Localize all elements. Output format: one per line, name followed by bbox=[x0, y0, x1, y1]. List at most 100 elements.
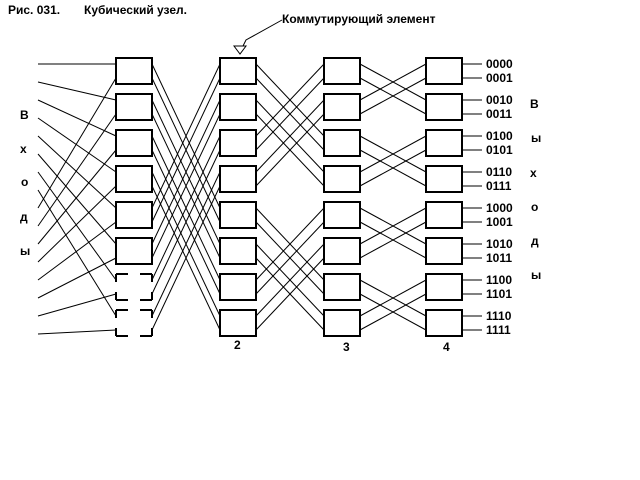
input-wire bbox=[37, 329, 117, 335]
switch-element bbox=[425, 309, 463, 337]
switch-element bbox=[323, 237, 361, 265]
output-code-label: 1001 bbox=[486, 215, 513, 229]
input-wire bbox=[37, 189, 117, 317]
switch-element bbox=[425, 93, 463, 121]
output-code-label: 0110 bbox=[486, 165, 512, 179]
input-letter-5: ы bbox=[20, 244, 30, 258]
stage-wire bbox=[151, 99, 221, 245]
output-code-label: 0101 bbox=[486, 143, 513, 157]
output-code-label: 1100 bbox=[486, 273, 512, 287]
stage-wire bbox=[151, 185, 221, 331]
switch-element bbox=[425, 57, 463, 85]
output-letter-2: ы bbox=[531, 131, 541, 145]
stage-wire bbox=[359, 279, 427, 317]
output-code-label: 0000 bbox=[486, 57, 513, 71]
switch-element bbox=[323, 273, 361, 301]
switch-element bbox=[323, 93, 361, 121]
switch-element bbox=[115, 57, 153, 85]
callout-arrow-icon bbox=[233, 45, 247, 55]
input-wire bbox=[37, 77, 117, 209]
switch-element bbox=[115, 237, 153, 265]
output-code-label: 1010 bbox=[486, 237, 513, 251]
switch-element bbox=[323, 57, 361, 85]
stage-wire bbox=[151, 77, 221, 223]
input-wire bbox=[37, 171, 117, 281]
stage-wire bbox=[151, 149, 221, 295]
switch-element bbox=[219, 273, 257, 301]
input-wire bbox=[37, 135, 117, 209]
stage-wire bbox=[255, 221, 325, 295]
stage-label-4: 4 bbox=[443, 340, 450, 354]
stage-wire bbox=[255, 257, 325, 331]
stage-wire bbox=[359, 63, 427, 101]
input-letter-3: о bbox=[21, 175, 28, 189]
stage-label-2: 2 bbox=[234, 338, 241, 352]
switch-element bbox=[425, 201, 463, 229]
stage-wire bbox=[255, 113, 325, 187]
stage-wire bbox=[359, 149, 427, 187]
output-code-label: 1111 bbox=[486, 323, 511, 337]
switch-element-broken bbox=[115, 273, 153, 301]
switch-element bbox=[219, 165, 257, 193]
switch-element bbox=[219, 129, 257, 157]
input-wire bbox=[37, 293, 117, 317]
switch-element bbox=[219, 57, 257, 85]
input-wire bbox=[37, 113, 117, 227]
stage-wire bbox=[359, 207, 427, 245]
stage-wire bbox=[255, 207, 325, 281]
output-letter-3: х bbox=[530, 166, 537, 180]
output-code-label: 1101 bbox=[486, 287, 512, 301]
switch-element bbox=[219, 201, 257, 229]
switch-element-broken bbox=[115, 309, 153, 337]
stage-wire bbox=[151, 171, 221, 317]
output-code-labels: 0000000100100011010001010110011110001001… bbox=[486, 57, 513, 337]
output-side-label: В ы х о д ы bbox=[530, 97, 541, 282]
input-wire bbox=[37, 99, 117, 137]
input-wire bbox=[37, 185, 117, 263]
input-wire bbox=[37, 149, 117, 245]
stage-wire bbox=[255, 63, 325, 137]
stage-wire bbox=[255, 243, 325, 317]
switch-element bbox=[115, 165, 153, 193]
switch-element bbox=[425, 165, 463, 193]
output-code-label: 1000 bbox=[486, 201, 513, 215]
stage-wire bbox=[359, 293, 427, 331]
figure-number: Рис. 031. bbox=[8, 3, 60, 17]
input-wire bbox=[37, 221, 117, 281]
switch-element bbox=[323, 165, 361, 193]
stage-wire bbox=[151, 135, 221, 281]
switch-element bbox=[219, 93, 257, 121]
input-wire bbox=[37, 257, 117, 299]
switch-element bbox=[115, 93, 153, 121]
stage-wire bbox=[359, 135, 427, 173]
stage-label-3: 3 bbox=[343, 340, 350, 354]
input-wire bbox=[37, 117, 117, 173]
output-code-label: 1110 bbox=[486, 309, 512, 323]
switch-element bbox=[115, 201, 153, 229]
output-letter-1: В bbox=[530, 97, 539, 111]
switch-element bbox=[115, 129, 153, 157]
output-letter-4: о bbox=[531, 200, 538, 214]
switch-element bbox=[323, 309, 361, 337]
switch-element bbox=[323, 201, 361, 229]
input-letter-4: д bbox=[20, 210, 28, 224]
switch-element bbox=[219, 309, 257, 337]
switch-element-callout-label: Коммутирующий элемент bbox=[282, 12, 436, 26]
output-code-label: 0111 bbox=[486, 179, 512, 193]
switch-element bbox=[425, 237, 463, 265]
switch-element bbox=[219, 237, 257, 265]
stage-wire bbox=[151, 63, 221, 209]
input-wire bbox=[37, 81, 117, 101]
stage-wire bbox=[359, 77, 427, 115]
input-letter-1: В bbox=[20, 108, 29, 122]
output-letter-5: д bbox=[531, 234, 539, 248]
switch-element bbox=[323, 129, 361, 157]
stage-labels: 2 3 4 bbox=[234, 338, 450, 354]
input-wire bbox=[37, 153, 117, 245]
output-code-label: 1011 bbox=[486, 251, 512, 265]
stage-wire bbox=[255, 77, 325, 151]
output-code-label: 0001 bbox=[486, 71, 513, 85]
input-side-label: В х о д ы bbox=[20, 108, 30, 258]
input-letter-2: х bbox=[20, 142, 27, 156]
